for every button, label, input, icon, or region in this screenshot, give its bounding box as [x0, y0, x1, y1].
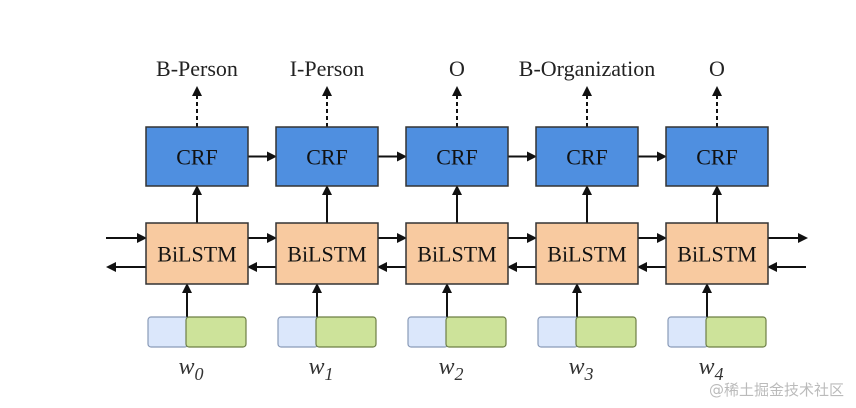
output-tag-3: B-Organization: [519, 56, 655, 81]
bilstm-box-3: [535, 222, 639, 285]
word-subscript-4: 4: [715, 364, 724, 384]
word-base-0: w: [178, 354, 194, 380]
embedding-left-3: [537, 316, 579, 348]
crf-box-4: [665, 126, 769, 187]
bilstm-label-3: BiLSTM: [547, 242, 626, 267]
crf-label-1: CRF: [306, 145, 348, 170]
crf-box-1: [275, 126, 379, 187]
bilstm-label-2: BiLSTM: [417, 242, 496, 267]
word-subscript-2: 2: [455, 364, 464, 384]
bilstm-box-4: [665, 222, 769, 285]
embedding-left-4: [667, 316, 709, 348]
bilstm-box-2: [405, 222, 509, 285]
embedding-left-0: [147, 316, 189, 348]
output-tag-2: O: [449, 56, 465, 81]
word-label-4: w4: [698, 354, 723, 384]
embedding-right-3: [575, 316, 637, 348]
word-base-4: w: [698, 354, 714, 380]
word-label-1: w1: [308, 354, 333, 384]
embedding-right-4: [705, 316, 767, 348]
crf-label-0: CRF: [176, 145, 218, 170]
crf-box-2: [405, 126, 509, 187]
word-label-2: w2: [438, 354, 463, 384]
word-base-3: w: [568, 354, 584, 380]
crf-label-4: CRF: [696, 145, 738, 170]
word-base-2: w: [438, 354, 454, 380]
word-subscript-1: 1: [325, 364, 334, 384]
embedding-left-2: [407, 316, 449, 348]
output-tag-1: I-Person: [290, 56, 365, 81]
crf-label-2: CRF: [436, 145, 478, 170]
output-tag-0: B-Person: [156, 56, 238, 81]
output-tag-4: O: [709, 56, 725, 81]
bilstm-label-4: BiLSTM: [677, 242, 756, 267]
embedding-right-0: [185, 316, 247, 348]
bilstm-label-1: BiLSTM: [287, 242, 366, 267]
word-label-3: w3: [568, 354, 593, 384]
word-base-1: w: [308, 354, 324, 380]
crf-box-3: [535, 126, 639, 187]
bilstm-box-1: [275, 222, 379, 285]
crf-box-0: [145, 126, 249, 187]
word-subscript-0: 0: [195, 364, 204, 384]
embedding-right-2: [445, 316, 507, 348]
embedding-right-1: [315, 316, 377, 348]
word-subscript-3: 3: [584, 364, 594, 384]
watermark-text: @稀土掘金技术社区: [708, 381, 844, 399]
embedding-left-1: [277, 316, 319, 348]
word-label-0: w0: [178, 354, 203, 384]
bilstm-label-0: BiLSTM: [157, 242, 236, 267]
crf-label-3: CRF: [566, 145, 608, 170]
bilstm-box-0: [145, 222, 249, 285]
